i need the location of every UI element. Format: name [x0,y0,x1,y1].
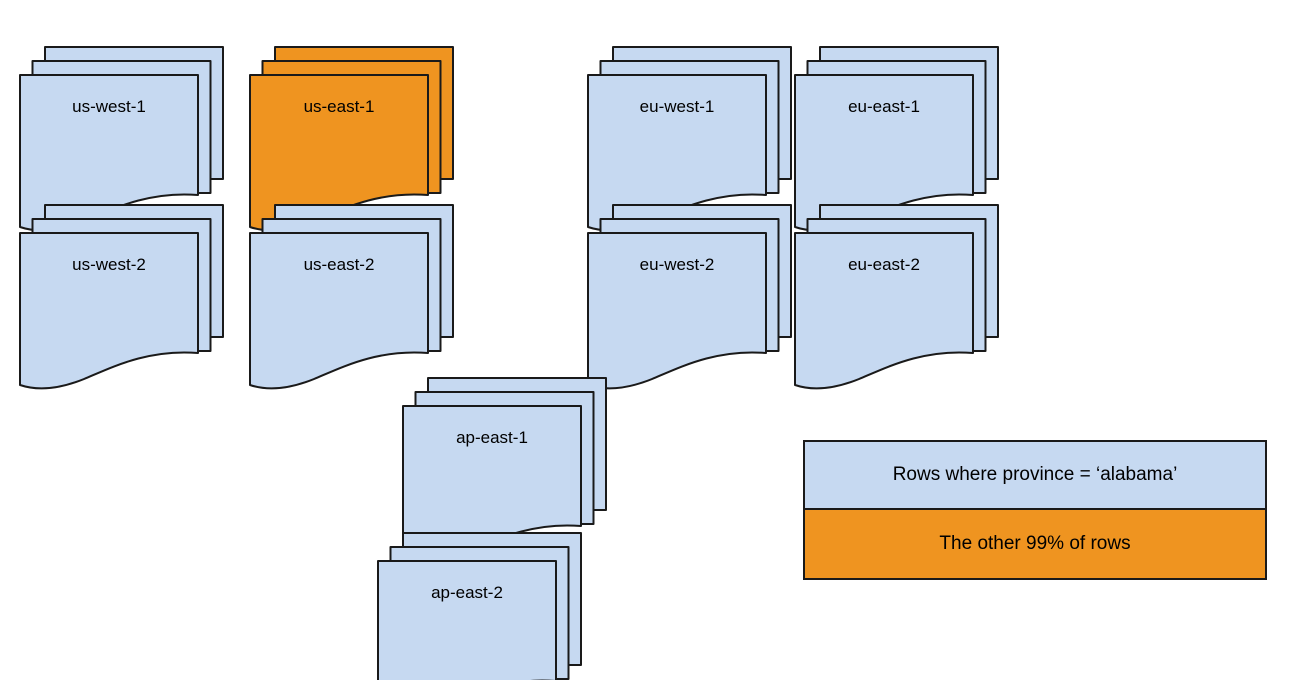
document-stack-shape [402,377,607,563]
document-stack-ap-east-1[interactable]: ap-east-1 [402,349,633,563]
document-stack-us-east-2[interactable]: us-east-2 [249,176,480,390]
document-stack-us-east-1[interactable]: us-east-1 [249,18,480,232]
document-stack-shape [249,204,454,390]
document-stack-shape [587,46,792,232]
document-stack-ap-east-2[interactable]: ap-east-2 [377,504,608,680]
document-stack-shape [794,204,999,390]
legend: Rows where province = ‘alabama’ The othe… [803,440,1267,580]
document-stack-eu-east-1[interactable]: eu-east-1 [794,18,1025,232]
document-stack-shape [587,204,792,390]
document-stack-us-west-1[interactable]: us-west-1 [19,18,250,232]
document-stack-shape [19,204,224,390]
document-stack-shape [19,46,224,232]
document-stack-eu-west-1[interactable]: eu-west-1 [587,18,818,232]
document-sheet-front [249,232,429,390]
legend-item-label: The other 99% of rows [939,533,1131,554]
document-stack-shape [249,46,454,232]
legend-item-label: Rows where province = ‘alabama’ [892,464,1178,485]
document-stack-eu-east-2[interactable]: eu-east-2 [794,176,1025,390]
document-sheet-front [794,232,974,390]
legend-item-alabama-rows: Rows where province = ‘alabama’ [805,442,1265,510]
document-stack-eu-west-2[interactable]: eu-west-2 [587,176,818,390]
document-stack-us-west-2[interactable]: us-west-2 [19,176,250,390]
document-sheet-front [377,560,557,680]
legend-item-other-rows: The other 99% of rows [805,510,1265,578]
document-sheet-front [19,232,199,390]
document-stack-shape [377,532,582,680]
document-stack-shape [794,46,999,232]
